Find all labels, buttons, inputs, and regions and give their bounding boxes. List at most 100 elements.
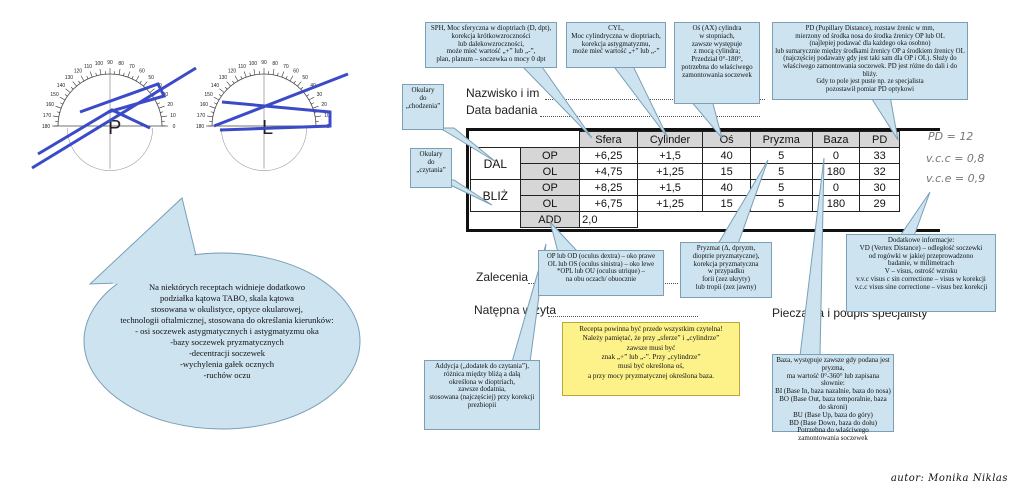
tick-label: 50 <box>302 75 308 81</box>
tick <box>213 96 220 101</box>
tick-label: 60 <box>293 69 299 75</box>
tick-label: 160 <box>46 102 55 108</box>
tick <box>158 105 165 109</box>
marker-stroke <box>213 72 349 128</box>
header-axis: Oś <box>702 131 751 148</box>
tick-label: 160 <box>200 102 209 108</box>
cell: +1,25 <box>636 195 704 212</box>
callout-add: Addycja („dodatek do czytania”), różnica… <box>424 360 540 430</box>
callout-legibility: Recepta powinna być przede wszystkim czy… <box>562 322 740 396</box>
dal-label: DAL <box>470 147 521 180</box>
tick-label: 80 <box>118 61 124 67</box>
add-label: ADD <box>519 211 581 228</box>
tick <box>272 68 275 75</box>
tick <box>56 111 60 113</box>
tick <box>219 88 225 93</box>
tick <box>210 111 214 113</box>
recommend-label: Zalecenia <box>476 270 529 284</box>
tick <box>281 71 285 78</box>
tick <box>308 96 315 101</box>
tick <box>218 94 222 97</box>
tick-label: 140 <box>57 83 66 89</box>
tick <box>55 105 62 109</box>
name-line <box>545 99 765 100</box>
tick-label: 60 <box>139 69 145 75</box>
tick <box>312 105 319 109</box>
author-credit: autor: Monika Niklas <box>890 473 1008 484</box>
tick <box>249 72 251 76</box>
tick-label: 110 <box>84 64 92 70</box>
add-value: 2,0 <box>579 211 638 228</box>
tick-label: 50 <box>148 75 154 81</box>
callout-near-glasses: Okulary do „czytania” <box>410 148 452 188</box>
tick-label: 10 <box>170 113 176 119</box>
callout-pd: PD (Pupillary Distance), rozstaw źrenic … <box>772 22 968 100</box>
tick <box>131 76 134 79</box>
tick-label: 0 <box>173 124 176 130</box>
tick <box>60 102 63 105</box>
tabo-left-letter: P <box>108 117 121 139</box>
tick <box>315 115 322 118</box>
callout-base: Baza, występuje zawsze gdy podana jest p… <box>772 354 894 442</box>
handwritten-vcc: v.c.c = 0,8 <box>926 152 985 165</box>
callout-info: Dodatkowe informacje: VD (Vertex Distanc… <box>846 234 996 312</box>
handwritten-vce: v.c.e = 0,9 <box>926 172 986 185</box>
date-line <box>540 116 760 117</box>
tick <box>149 88 155 93</box>
tick <box>285 76 288 79</box>
name-label: Nazwisko i im <box>466 86 540 100</box>
tick <box>123 72 125 76</box>
cell: 15 <box>702 195 751 212</box>
tick-label: 180 <box>196 124 205 130</box>
tick <box>243 71 247 78</box>
tick <box>127 71 131 78</box>
tick <box>214 102 217 105</box>
cell: 40 <box>702 179 751 196</box>
tick-label: 80 <box>272 61 278 67</box>
tick-label: 70 <box>283 64 289 70</box>
tick-label: 90 <box>107 60 113 66</box>
tick <box>209 105 216 109</box>
tick <box>157 102 160 105</box>
tick-label: 40 <box>310 83 316 89</box>
tick <box>226 81 231 87</box>
prescription-table: Sfera Cylinder Oś Pryzma Baza PD DAL OP … <box>470 131 900 228</box>
tick-label: 100 <box>249 61 258 67</box>
eye-cell: OL <box>519 163 581 180</box>
tick-label: 100 <box>95 61 104 67</box>
tick-label: 150 <box>50 92 59 98</box>
tick <box>160 111 164 113</box>
eye-cell: OP <box>519 147 581 164</box>
eye-cell: OL <box>519 195 581 212</box>
cell: +6,75 <box>579 195 638 212</box>
tick <box>80 75 85 82</box>
tick-label: 170 <box>43 113 52 119</box>
tick-label: 10 <box>324 113 330 119</box>
tick <box>89 71 93 78</box>
tick <box>253 68 256 75</box>
tick-label: 90 <box>261 60 267 66</box>
tick <box>234 75 239 82</box>
tick <box>143 81 148 87</box>
tick <box>52 115 59 118</box>
tick-label: 140 <box>211 83 220 89</box>
tick <box>293 80 296 84</box>
table-row: OL +4,75 +1,25 15 5 180 32 <box>471 163 900 180</box>
tick <box>64 94 68 97</box>
handwritten-pd: PD = 12 <box>928 130 974 143</box>
tabo-note-bubble <box>83 197 361 430</box>
callout-cylinder: CYL, Moc cylindryczna w dioptriach, kore… <box>566 22 666 68</box>
tick <box>72 81 77 87</box>
tick-label: 170 <box>197 113 206 119</box>
tick <box>59 96 66 101</box>
tick-label: 20 <box>321 102 327 108</box>
callout-eyes: OP lub OD (oculus dextra) – oko prawe OL… <box>538 250 664 296</box>
tick <box>224 86 228 90</box>
tick <box>289 75 294 82</box>
header-base: Baza <box>811 131 861 148</box>
tick <box>135 75 140 82</box>
tick <box>311 102 314 105</box>
callout-axis: Oś (AX) cylindra w stopniach, zawsze wys… <box>674 22 760 104</box>
